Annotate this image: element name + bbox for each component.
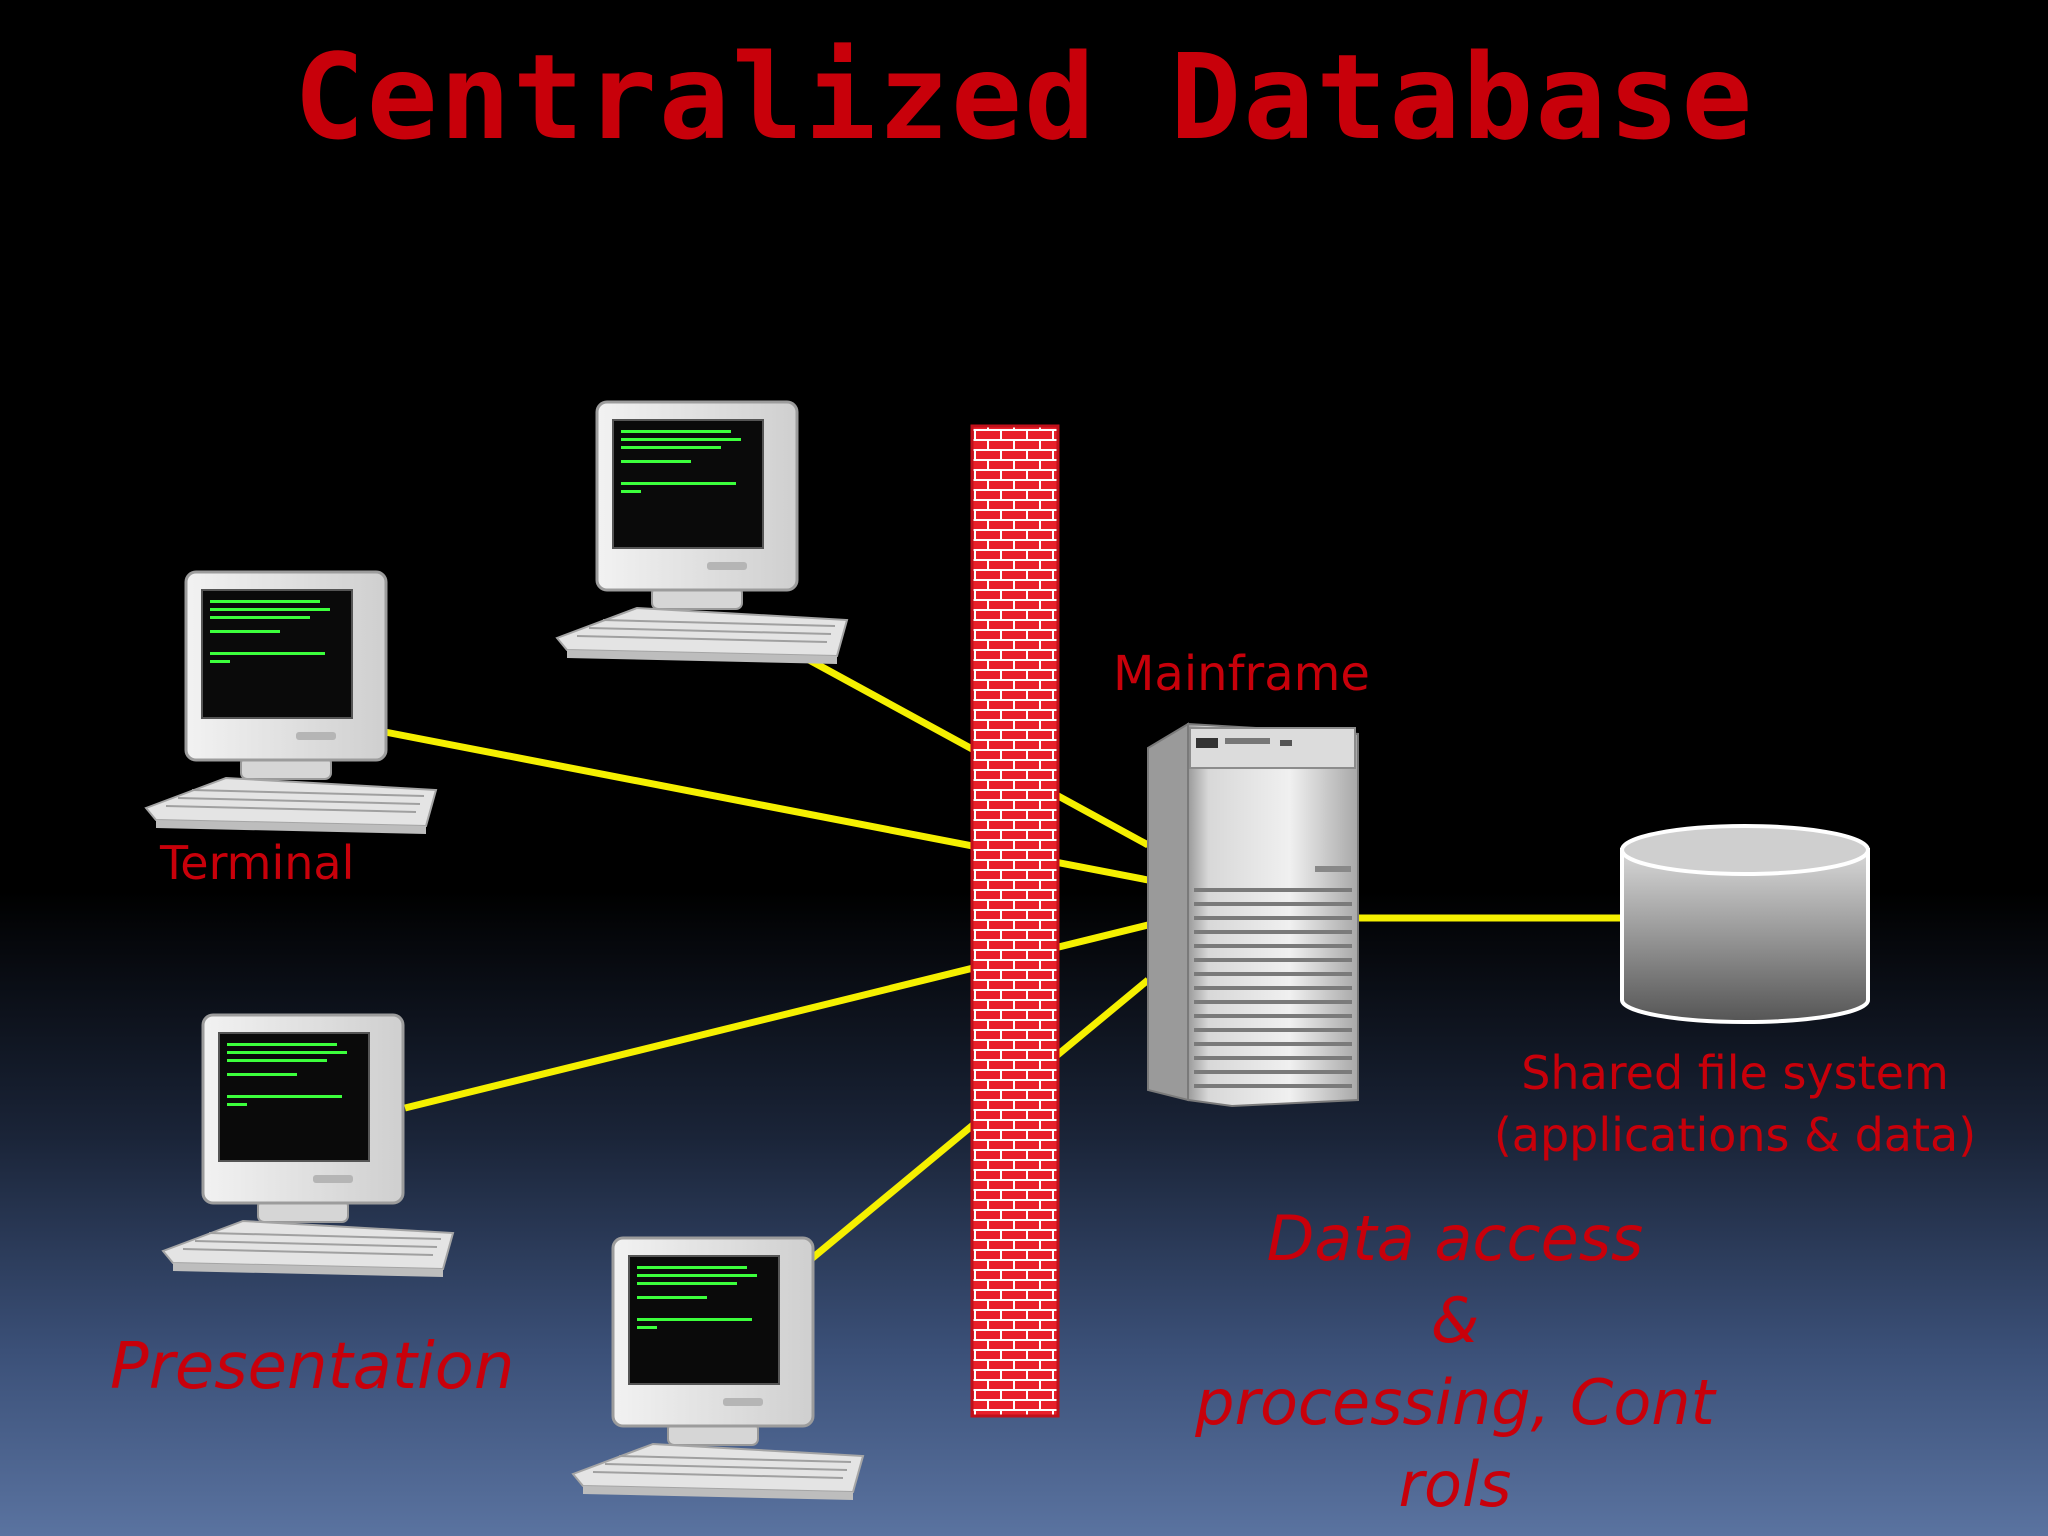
computer-terminal-icon bbox=[161, 1013, 455, 1279]
shared-file-system-label: Shared file system (applications & data) bbox=[1490, 1042, 1980, 1166]
data-access-label: Data access & processing, Cont rols bbox=[1150, 1198, 1760, 1526]
computer-terminal-icon bbox=[144, 570, 438, 836]
mainframe-server-icon bbox=[1147, 722, 1359, 1108]
computer-terminal-icon bbox=[555, 400, 849, 666]
presentation-label: Presentation bbox=[110, 1330, 515, 1404]
terminal-label: Terminal bbox=[160, 836, 355, 890]
data-label-line-3: processing, Cont bbox=[1195, 1366, 1715, 1439]
database-cylinder-icon bbox=[1620, 824, 1870, 1024]
shared-label-line-1: Shared file system bbox=[1521, 1046, 1949, 1100]
data-label-line-2: & bbox=[1430, 1284, 1480, 1357]
data-label-line-1: Data access bbox=[1266, 1202, 1644, 1275]
mainframe-label: Mainframe bbox=[1113, 646, 1370, 702]
shared-label-line-2: (applications & data) bbox=[1493, 1108, 1977, 1162]
slide-title: Centralized Database bbox=[293, 28, 1755, 166]
data-label-line-4: rols bbox=[1398, 1448, 1512, 1521]
computer-terminal-icon bbox=[571, 1236, 865, 1502]
brick-firewall-icon bbox=[970, 424, 1060, 1418]
